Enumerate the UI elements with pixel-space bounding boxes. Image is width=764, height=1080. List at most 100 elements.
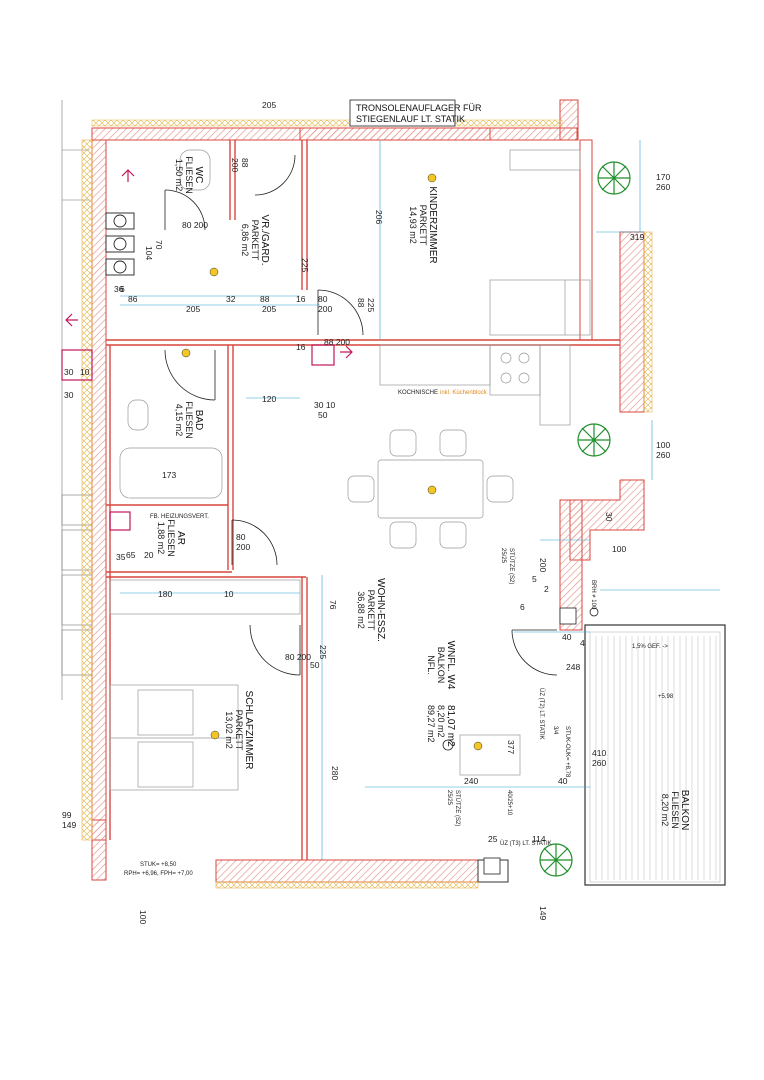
svg-text:319: 319 [630, 232, 644, 242]
svg-text:6: 6 [120, 284, 125, 294]
svg-text:280: 280 [330, 766, 340, 780]
svg-text:149: 149 [62, 820, 76, 830]
svg-text:16: 16 [296, 294, 306, 304]
brh-note: BRH ≠ 100 [590, 580, 596, 610]
balkon-outline [584, 624, 726, 886]
svg-text:40: 40 [558, 776, 568, 786]
svg-text:25/25: 25/25 [446, 790, 452, 806]
svg-text:3/4: 3/4 [552, 726, 558, 735]
svg-text:225: 225 [366, 298, 376, 312]
svg-text:10: 10 [80, 367, 90, 377]
room-label-wc: WC FLIESEN 1,50 m2 [174, 156, 204, 194]
room-label-schlafzimmer: SCHLAFZIMMER PARKETT 13,02 m2 [224, 691, 254, 770]
svg-text:120: 120 [262, 394, 276, 404]
lights [181, 173, 483, 751]
unit-nfl-label: NFL. [426, 655, 436, 675]
svg-text:80 200: 80 200 [182, 220, 208, 230]
plants [539, 161, 631, 877]
svg-text:35: 35 [116, 552, 126, 562]
svg-text:FLIESEN: FLIESEN [670, 791, 680, 829]
svg-text:BRH ≠ 100: BRH ≠ 100 [590, 580, 596, 610]
room-label-ar: AR FLIESEN 1,88 m2 [156, 519, 186, 557]
svg-text:200: 200 [318, 304, 332, 314]
unit-balkon-label: BALKON [436, 647, 446, 684]
walls [91, 99, 645, 883]
svg-text:30: 30 [64, 390, 74, 400]
svg-text:8,20 m2: 8,20 m2 [660, 794, 670, 827]
svg-text:20: 20 [144, 550, 154, 560]
room-label-wohn-essz: WOHN-ESSZ. PARKETT 36,88 m2 [356, 578, 386, 642]
svg-text:40/25+10: 40/25+10 [506, 790, 512, 816]
svg-text:SCHLAFZIMMER: SCHLAFZIMMER [243, 691, 254, 770]
svg-text:205: 205 [262, 304, 276, 314]
unit-area3: 89,27 m2 [426, 705, 436, 743]
svg-text:240: 240 [464, 776, 478, 786]
svg-text:KINDERZIMMER: KINDERZIMMER [427, 186, 438, 263]
svg-text:5: 5 [532, 574, 537, 584]
dim-205-top: 205 [262, 100, 276, 110]
svg-text:65: 65 [126, 550, 136, 560]
svg-text:80: 80 [318, 294, 328, 304]
svg-text:149: 149 [538, 906, 548, 920]
svg-text:100: 100 [656, 440, 670, 450]
uz-t3-dim: 3/4 [552, 726, 558, 735]
svg-text:WOHN-ESSZ.: WOHN-ESSZ. [375, 578, 386, 642]
svg-text:10: 10 [224, 589, 234, 599]
heizung-label: FB. HEIZUNGSVERT. [150, 514, 209, 520]
svg-text:PARKETT: PARKETT [366, 590, 376, 631]
svg-text:100: 100 [612, 544, 626, 554]
svg-text:6: 6 [520, 602, 525, 612]
svg-text:PARKETT: PARKETT [418, 205, 428, 246]
svg-text:76: 76 [328, 600, 338, 610]
svg-text:200: 200 [236, 542, 250, 552]
unit-summary: WNFL. W4 81,07 m2 BALKON 8,20 m2 NFL. 89… [426, 641, 456, 748]
svg-text:1,88 m2: 1,88 m2 [156, 522, 166, 555]
svg-text:104: 104 [144, 246, 154, 260]
svg-text:30: 30 [64, 367, 74, 377]
svg-text:2: 2 [544, 584, 549, 594]
dimension-labels: 205 200 88 206 225 88 86 205 32 88 205 1… [62, 100, 670, 924]
svg-text:377: 377 [506, 740, 516, 754]
dimfix-note: 40/25+10 [506, 790, 512, 816]
svg-text:180: 180 [158, 589, 172, 599]
kochnische-note: inkl. Küchenblock [440, 390, 488, 396]
unit-label: WNFL. W4 [445, 641, 456, 690]
svg-text:80 200: 80 200 [285, 652, 311, 662]
unit-area1: 81,07 m2 [445, 705, 456, 747]
door-labels: 80 200 88 200 80 200 [182, 220, 350, 662]
balkon-boards [595, 636, 717, 880]
svg-text:FLIESEN: FLIESEN [184, 401, 194, 439]
svg-text:225: 225 [318, 645, 328, 659]
svg-text:50: 50 [318, 410, 328, 420]
tronsole-note: TRONSOLENAUFLAGER FÜR STIEGENLAUF LT. ST… [349, 99, 482, 127]
svg-text:WC: WC [193, 167, 204, 184]
svg-text:4,15 m2: 4,15 m2 [174, 404, 184, 437]
svg-text:ÜZ (T3) LT. STATIK: ÜZ (T3) LT. STATIK [500, 840, 552, 847]
svg-text:70: 70 [154, 240, 164, 250]
svg-text:1,50 m2: 1,50 m2 [174, 159, 184, 192]
svg-text:STÜTZE (S2): STÜTZE (S2) [454, 790, 461, 826]
svg-text:50: 50 [310, 660, 320, 670]
svg-text:14,93 m2: 14,93 m2 [408, 206, 418, 244]
stuk-label-b: RPH= +6,96, FPH= +7,00 [124, 871, 193, 877]
tronsole-line1: TRONSOLENAUFLAGER FÜR [356, 103, 482, 113]
uz-t2-note: ÜZ (T2) LT. STATIK [538, 688, 545, 740]
svg-text:99: 99 [62, 810, 72, 820]
svg-text:FLIESEN: FLIESEN [184, 156, 194, 194]
svg-text:248: 248 [566, 662, 580, 672]
svg-text:80: 80 [236, 532, 246, 542]
vent-grills [105, 212, 135, 276]
dimension-lines [120, 140, 720, 860]
kochnische-label: KOCHNISCHE [398, 390, 438, 396]
slope-label: 1,5% GEF. -> [632, 644, 668, 650]
columns [442, 607, 599, 875]
svg-text:AR: AR [175, 531, 186, 545]
svg-text:32: 32 [226, 294, 236, 304]
room-label-vr-gard: VR./GARD. PARKETT 6,86 m2 [240, 214, 270, 265]
svg-text:4: 4 [580, 638, 585, 648]
svg-text:25/25: 25/25 [500, 548, 506, 564]
svg-text:25: 25 [488, 834, 498, 844]
svg-text:STUK-OUK= +8,78: STUK-OUK= +8,78 [564, 726, 570, 778]
svg-text:BALKON: BALKON [679, 790, 690, 831]
door-swings [164, 154, 558, 676]
